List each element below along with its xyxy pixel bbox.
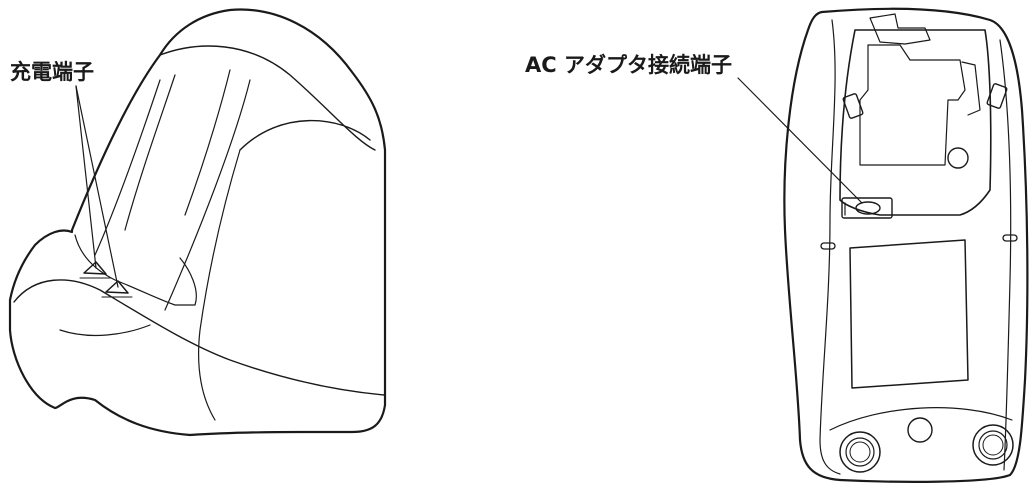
cradle-rear-curve xyxy=(239,119,371,151)
charging-terminal-lower xyxy=(101,280,133,298)
cradle-slot-line-4 xyxy=(164,79,251,311)
device-outline xyxy=(783,7,1029,483)
device-bottom-view xyxy=(737,7,1029,483)
battery-recess-inner xyxy=(859,44,966,166)
ac-terminal-leader xyxy=(737,77,863,204)
cradle-outline xyxy=(8,8,387,437)
ac-adapter-terminal xyxy=(841,197,893,219)
charging-terminal-upper xyxy=(79,261,111,279)
bottom-inner-curve xyxy=(829,407,1013,431)
round-knob xyxy=(947,147,969,169)
device-inner-outline-right xyxy=(999,39,1012,471)
charging-cradle xyxy=(8,8,387,437)
cradle-tray-front xyxy=(59,324,151,337)
battery-latch xyxy=(869,13,931,45)
side-clip-left xyxy=(842,93,864,119)
cradle-slot-line-1 xyxy=(94,79,161,256)
charging-terminal-leader-1 xyxy=(75,85,97,269)
device-inner-outline xyxy=(819,19,841,475)
side-clip-right xyxy=(986,83,1008,109)
slot-left xyxy=(820,242,836,250)
cradle-slot-line-3 xyxy=(184,69,231,216)
cradle-base-edge xyxy=(13,279,385,396)
battery-recess xyxy=(839,29,992,216)
foot-left xyxy=(839,431,881,473)
ac-adapter-terminal-label: AC アダプタ接続端子 xyxy=(525,53,732,77)
cradle-slot-line-2 xyxy=(124,74,176,231)
charging-terminal-label: 充電端子 xyxy=(10,60,94,84)
cradle-tray xyxy=(74,234,197,306)
slot-right xyxy=(1002,234,1018,242)
cradle-top-curve xyxy=(159,45,376,151)
center-hole xyxy=(907,417,933,443)
label-panel xyxy=(849,239,969,389)
cradle-rear-edge xyxy=(197,149,241,421)
charging-terminal-leader-2 xyxy=(75,85,119,288)
foot-right xyxy=(972,424,1014,466)
hinge-right xyxy=(961,61,981,116)
